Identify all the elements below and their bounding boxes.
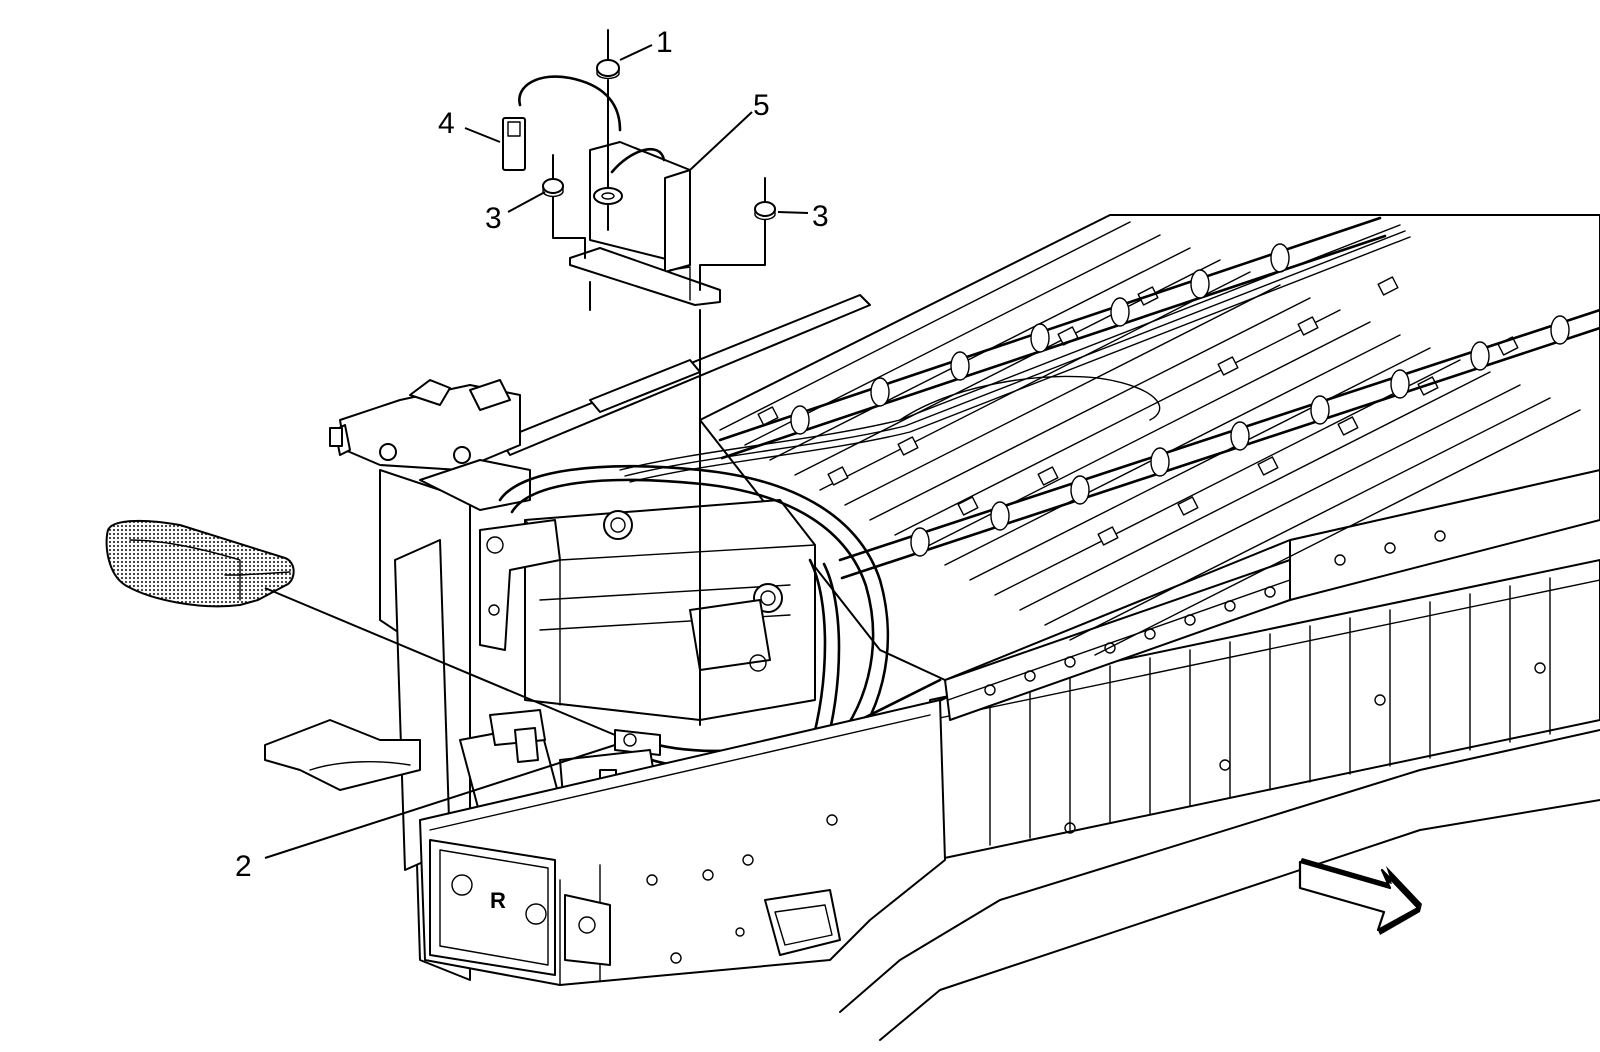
plate-letter-r: R: [490, 888, 506, 913]
battery-pack-illustration: R: [264, 214, 1600, 1041]
callout-3-right: 3: [812, 200, 829, 233]
exploded-components: [502, 29, 776, 726]
insulated-glove-icon: [105, 519, 295, 608]
callout-5: 5: [753, 89, 770, 122]
callout-3-left: 3: [485, 202, 502, 235]
leader-glove: [264, 587, 616, 736]
component-3-nut-right: [699, 177, 776, 291]
callout-2: 2: [235, 850, 252, 883]
component-5-module-box: [518, 75, 721, 306]
leader-1: [619, 44, 653, 61]
coolant-tubes: [718, 216, 1600, 580]
component-4-connector: [502, 117, 526, 171]
leader-3-right: [777, 211, 809, 214]
leader-lines: [264, 44, 809, 859]
callout-1: 1: [656, 26, 673, 59]
leader-5: [689, 111, 753, 171]
rail-bolts: [984, 586, 1276, 696]
side-modules: [989, 577, 1551, 846]
wire-harness: [619, 224, 1411, 483]
module-clips: [757, 276, 1519, 546]
callout-4: 4: [438, 107, 455, 140]
leader-3-left: [507, 191, 546, 213]
callout-labels: 1 2 3 3 4 5: [235, 26, 829, 883]
direction-arrow-icon: [1298, 858, 1422, 935]
component-1-nut: [596, 29, 620, 196]
leader-4: [464, 127, 501, 143]
component-3-nut-left: [542, 154, 591, 311]
leader-2: [264, 744, 616, 859]
